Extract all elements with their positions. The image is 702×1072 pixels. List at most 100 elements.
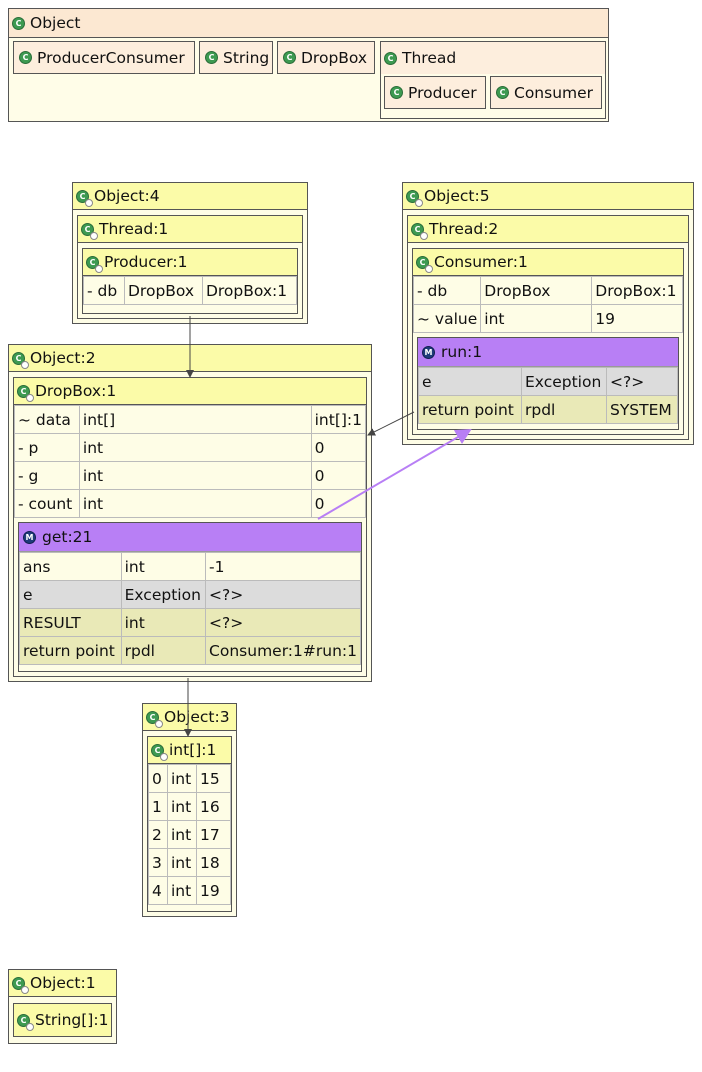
thread-instance-title: Thread:2 (429, 220, 499, 238)
instance-c-icon: C (151, 743, 168, 761)
instance-c-icon: C (416, 255, 433, 273)
array-instance-title: int[]:1 (169, 741, 217, 759)
instance-c-icon: C (17, 384, 34, 402)
field-table: - db DropBox DropBox:1 ~ value int 19 (412, 276, 683, 333)
table-row: - count int 0 (14, 489, 367, 518)
method-frame-get[interactable]: M get:21 ans int -1 e Exception <?> RESU… (18, 522, 362, 672)
class-chip-consumer[interactable]: C Consumer (490, 76, 602, 109)
table-row: - db DropBox DropBox:1 (83, 276, 298, 305)
field-type: int (480, 304, 593, 333)
dropbox-instance-box[interactable]: C DropBox:1 ~ data int[] int[]:1 - p int… (13, 377, 367, 677)
local-value: <?> (205, 608, 361, 637)
table-row: RESULT int <?> (19, 608, 361, 637)
local-name: return point (19, 636, 122, 665)
field-table: ~ data int[] int[]:1 - p int 0 - g int 0… (14, 405, 367, 518)
instance-c-icon: C (406, 189, 423, 207)
field-value: 19 (591, 304, 683, 333)
string-array-instance-header: C String[]:1 (14, 1004, 111, 1036)
object-box[interactable]: C Object:4 C Thread:1 C Producer:1 - db … (72, 182, 308, 324)
field-type: int[] (78, 405, 312, 434)
array-table: 0 int 15 1 int 16 2 int 17 3 int 18 4 in (148, 764, 231, 905)
instance-c-icon: C (146, 710, 163, 728)
object-box[interactable]: C Object:5 C Thread:2 C Consumer:1 - db … (402, 182, 694, 445)
field-name: ~ data (14, 405, 80, 434)
field-type: int (78, 489, 312, 518)
class-chip-producer[interactable]: C Producer (384, 76, 486, 109)
object-header: C Object:5 (403, 183, 693, 210)
instance-c-icon: C (12, 351, 29, 369)
local-name: RESULT (19, 608, 122, 637)
local-value: -1 (205, 552, 361, 581)
field-value: int[]:1 (310, 405, 367, 434)
class-c-icon: C (205, 51, 218, 64)
field-value: 0 (310, 461, 367, 490)
array-value: 15 (196, 764, 231, 793)
method-frame-run[interactable]: M run:1 e Exception <?> return point rpd… (417, 337, 679, 430)
object-title: Object:4 (94, 187, 160, 205)
instance-c-icon: C (17, 1013, 34, 1031)
class-c-icon: C (12, 16, 25, 30)
table-row: 0 int 15 (148, 764, 231, 793)
class-thread-box[interactable]: C Thread C Producer C Consumer (380, 41, 606, 119)
consumer-instance-box[interactable]: C Consumer:1 - db DropBox DropBox:1 ~ va… (412, 248, 684, 435)
thread-instance-header: C Thread:2 (408, 216, 688, 243)
method-header: M run:1 (418, 338, 678, 367)
local-type: int (120, 552, 207, 581)
thread-instance-title: Thread:1 (99, 220, 169, 238)
thread-instance-box[interactable]: C Thread:2 C Consumer:1 - db DropBox Dro… (407, 215, 689, 440)
local-type: int (120, 608, 207, 637)
table-row: e Exception <?> (418, 367, 678, 396)
field-name: - db (83, 276, 125, 305)
class-chip-label: ProducerConsumer (37, 48, 185, 67)
instance-c-icon: C (81, 222, 98, 240)
object-box[interactable]: C Object:3 C int[]:1 0 int 15 1 int 16 2… (142, 703, 237, 917)
string-array-instance-box[interactable]: C String[]:1 (13, 1003, 112, 1037)
array-instance-header: C int[]:1 (148, 737, 231, 764)
array-value: 17 (196, 820, 231, 849)
producer-instance-box[interactable]: C Producer:1 - db DropBox DropBox:1 (82, 248, 298, 314)
local-type: rpdl (521, 395, 607, 424)
local-value: SYSTEM (606, 395, 678, 424)
local-name: ans (19, 552, 122, 581)
table-row: return point rpdl Consumer:1#run:1 (19, 636, 361, 665)
table-row: 3 int 18 (148, 848, 231, 877)
method-m-icon: M (23, 530, 36, 544)
object-box[interactable]: C Object:1 C String[]:1 (8, 969, 117, 1044)
array-type: int (167, 820, 197, 849)
local-name: e (19, 580, 122, 609)
class-chip-producerconsumer[interactable]: C ProducerConsumer (13, 41, 195, 74)
instance-c-icon: C (76, 189, 93, 207)
array-type: int (167, 848, 197, 877)
table-row: ans int -1 (19, 552, 361, 581)
array-instance-box[interactable]: C int[]:1 0 int 15 1 int 16 2 int 17 3 i… (147, 736, 232, 912)
method-title: run:1 (441, 343, 483, 361)
hierarchy-root-label: Object (30, 14, 81, 32)
class-chip-string[interactable]: C String (199, 41, 273, 74)
class-c-icon: C (496, 86, 509, 99)
object-header: C Object:3 (143, 704, 236, 731)
object-title: Object:2 (30, 349, 96, 367)
class-hierarchy-box: C Object C ProducerConsumer C String C D… (8, 8, 609, 122)
local-value: Consumer:1#run:1 (205, 636, 361, 665)
field-name: - g (14, 461, 80, 490)
class-chip-dropbox[interactable]: C DropBox (277, 41, 375, 74)
field-value: DropBox:1 (591, 276, 683, 305)
thread-instance-box[interactable]: C Thread:1 C Producer:1 - db DropBox Dro… (77, 215, 303, 319)
field-type: int (78, 433, 312, 462)
object-box[interactable]: C Object:2 C DropBox:1 ~ data int[] int[… (8, 344, 372, 682)
class-c-icon: C (384, 51, 397, 65)
table-row: ~ data int[] int[]:1 (14, 405, 367, 434)
method-m-icon: M (422, 345, 435, 359)
method-header: M get:21 (19, 523, 361, 552)
object-header: C Object:4 (73, 183, 307, 210)
dropbox-instance-title: DropBox:1 (35, 382, 117, 400)
thread-label: Thread (402, 49, 457, 67)
thread-instance-header: C Thread:1 (78, 216, 302, 243)
object-header: C Object:1 (9, 970, 116, 997)
table-row: - p int 0 (14, 433, 367, 462)
local-name: e (418, 367, 522, 396)
field-value: DropBox:1 (201, 276, 298, 305)
consumer-instance-header: C Consumer:1 (413, 249, 683, 276)
class-c-icon: C (19, 51, 32, 64)
instance-c-icon: C (411, 222, 428, 240)
